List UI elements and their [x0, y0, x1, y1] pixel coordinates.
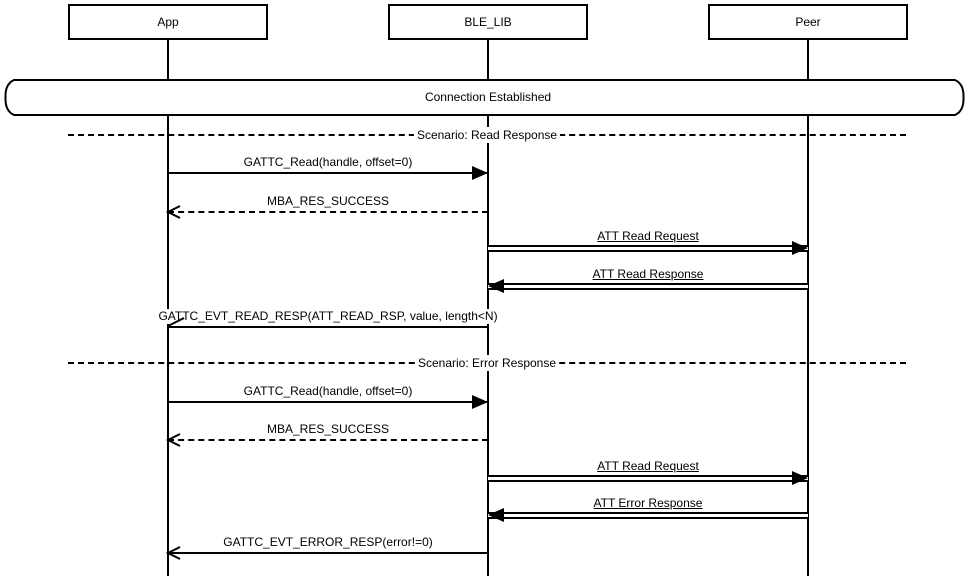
- message-label-gattc-evt-error-resp: GATTC_EVT_ERROR_RESP(error!=0): [220, 535, 436, 550]
- actor-box-peer: Peer: [708, 4, 908, 40]
- message-line-gattc-evt-error-resp: [168, 552, 488, 554]
- message-line-mba-res-success-2: [168, 439, 488, 441]
- message-label-gattc-read-2: GATTC_Read(handle, offset=0): [240, 384, 416, 399]
- filled-arrowhead-right-icon: [792, 241, 808, 255]
- scenario-divider-label-read-response: Scenario: Read Response: [413, 127, 561, 143]
- message-line-att-read-response: [488, 283, 808, 290]
- actor-box-ble-lib: BLE_LIB: [388, 4, 588, 40]
- message-label-gattc-read-1: GATTC_Read(handle, offset=0): [240, 155, 416, 170]
- half-open-arrowhead-left-icon: [167, 317, 185, 327]
- connection-banner: [4, 79, 965, 116]
- filled-arrowhead-right-icon: [472, 395, 488, 409]
- message-line-mba-res-success-1: [168, 211, 488, 213]
- message-label-att-read-request-1: ATT Read Request: [594, 229, 702, 244]
- message-label-att-read-response: ATT Read Response: [589, 267, 707, 282]
- open-arrowhead-left-icon: [166, 205, 181, 219]
- message-label-att-error-response: ATT Error Response: [590, 496, 706, 511]
- scenario-divider-label-error-response: Scenario: Error Response: [414, 355, 560, 371]
- actor-label-ble-lib: BLE_LIB: [464, 15, 512, 29]
- message-line-att-read-request-2: [488, 475, 808, 482]
- message-label-mba-res-success-2: MBA_RES_SUCCESS: [263, 422, 393, 437]
- actor-label-app: App: [157, 15, 179, 29]
- message-line-att-error-response: [488, 512, 808, 519]
- message-line-att-read-request-1: [488, 245, 808, 252]
- message-label-att-read-request-2: ATT Read Request: [594, 459, 702, 474]
- actor-box-app: App: [68, 4, 268, 40]
- actor-label-peer: Peer: [795, 15, 821, 29]
- filled-arrowhead-right-icon: [472, 166, 488, 180]
- filled-arrowhead-left-icon: [488, 279, 504, 293]
- lifeline-peer: [807, 40, 809, 576]
- filled-arrowhead-left-icon: [488, 508, 504, 522]
- message-line-gattc-read-2: [168, 401, 488, 403]
- message-line-gattc-read-1: [168, 172, 488, 174]
- connection-banner-label: Connection Established: [424, 90, 552, 104]
- message-label-mba-res-success-1: MBA_RES_SUCCESS: [263, 194, 393, 209]
- filled-arrowhead-right-icon: [792, 471, 808, 485]
- message-label-gattc-evt-read-resp: GATTC_EVT_READ_RESP(ATT_READ_RSP, value,…: [155, 309, 501, 324]
- open-arrowhead-left-icon: [166, 433, 181, 447]
- message-line-gattc-evt-read-resp: [168, 326, 488, 328]
- lifeline-ble-lib: [487, 40, 489, 576]
- open-arrowhead-left-icon: [166, 546, 181, 560]
- lifeline-app: [167, 40, 169, 576]
